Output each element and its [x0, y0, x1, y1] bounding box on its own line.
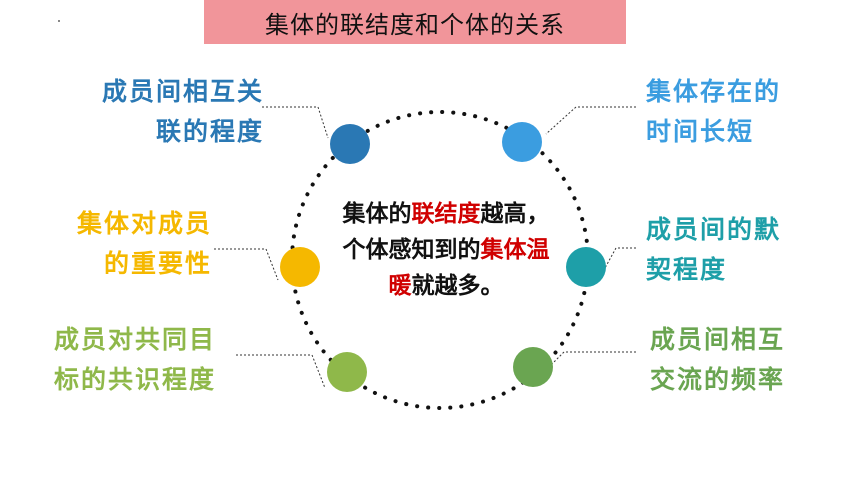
connector-mid-left: [214, 248, 279, 281]
connector-top-left: [262, 106, 329, 139]
node-bottom-left: [327, 352, 367, 392]
connector-bottom-left: [236, 354, 326, 389]
center-text-part2: 越高，个体感知到的: [342, 201, 550, 263]
label-mid-left: 集体对成员 的重要性: [77, 204, 212, 284]
connector-top-right: [545, 106, 636, 135]
node-top-right: [502, 122, 542, 162]
stray-dot: [58, 20, 60, 22]
center-highlight-warmth: 集体温暖: [388, 237, 550, 299]
label-bottom-left-line1: 成员对共同目: [54, 325, 217, 354]
node-mid-right: [566, 247, 606, 287]
label-top-right: 集体存在的 时间长短: [646, 72, 781, 152]
center-text-part1: 集体的: [342, 201, 412, 227]
label-top-left-line2: 联的程度: [155, 117, 264, 146]
label-top-left-line1: 成员间相互关: [101, 77, 264, 106]
page-title: 集体的联结度和个体的关系: [265, 10, 565, 39]
label-bottom-left: 成员对共同目 标的共识程度: [54, 320, 216, 400]
node-top-left: [330, 124, 370, 164]
label-mid-left-line1: 集体对成员: [76, 209, 212, 238]
label-bottom-right-line1: 成员间相互: [650, 325, 786, 354]
label-bottom-left-line2: 标的共识程度: [54, 365, 217, 394]
label-mid-right-line2: 契程度: [646, 255, 728, 284]
label-top-right-line1: 集体存在的: [646, 77, 782, 106]
label-top-left: 成员间相互关 联的程度: [102, 72, 264, 152]
node-bottom-right: [513, 347, 553, 387]
label-bottom-right-line2: 交流的频率: [650, 365, 786, 394]
label-mid-right: 成员间的默 契程度: [646, 210, 781, 290]
label-top-right-line2: 时间长短: [646, 117, 755, 146]
label-mid-right-line1: 成员间的默: [646, 215, 782, 244]
connector-bottom-right: [547, 351, 636, 369]
title-banner: 集体的联结度和个体的关系: [204, 0, 626, 44]
label-bottom-right: 成员间相互 交流的频率: [650, 320, 785, 400]
center-statement: 集体的联结度越高，个体感知到的集体温暖就越多。: [336, 196, 556, 304]
node-mid-left: [280, 247, 320, 287]
center-highlight-connectedness: 联结度: [411, 201, 481, 227]
label-mid-left-line2: 的重要性: [103, 249, 212, 278]
connector-mid-right: [604, 247, 636, 269]
center-text-part3: 就越多。: [411, 273, 504, 299]
